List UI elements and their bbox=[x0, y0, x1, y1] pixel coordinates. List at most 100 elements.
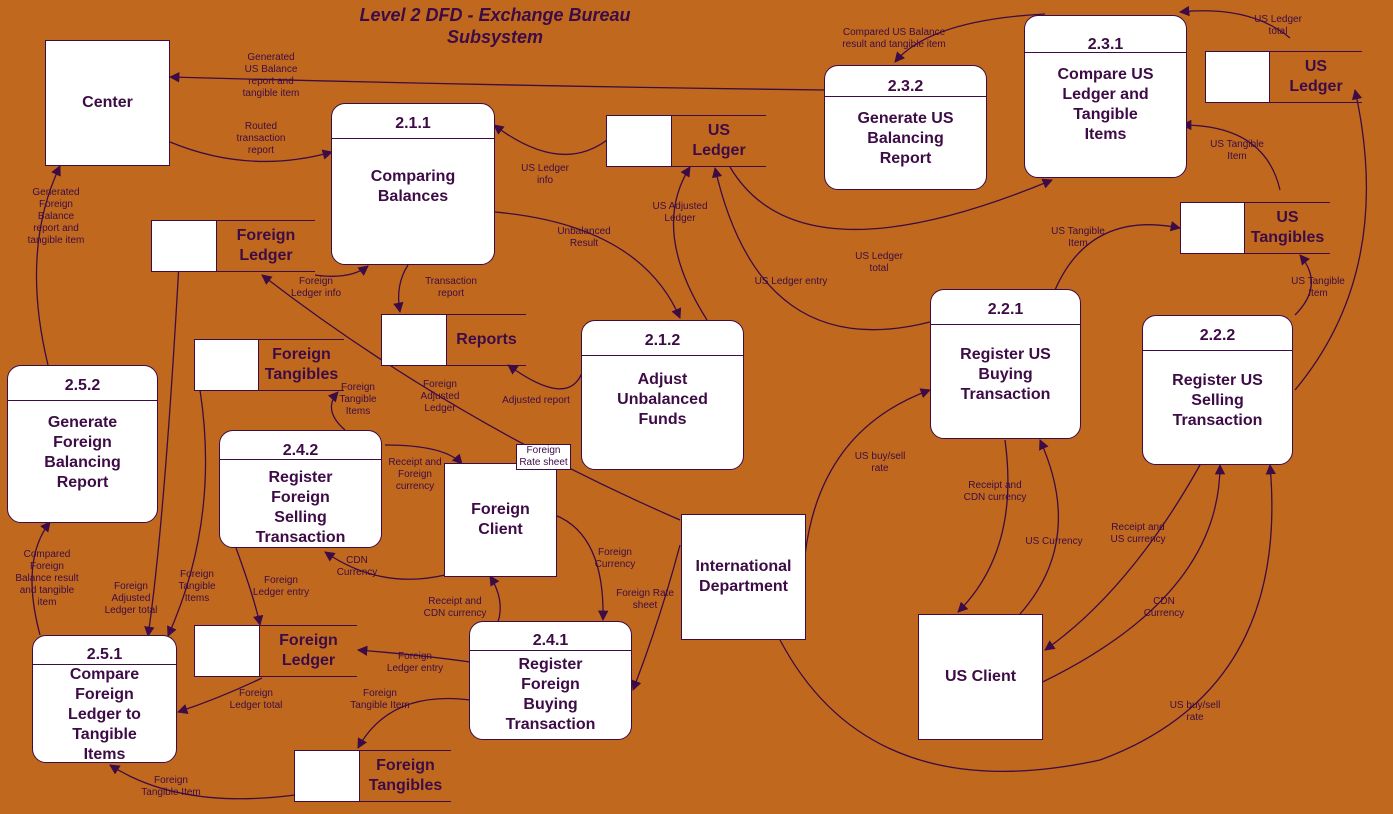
flow-label: Foreign Tangible Item bbox=[350, 688, 410, 711]
flow-231-to-232 bbox=[894, 13, 1046, 63]
flow-212-to-usledger bbox=[672, 166, 708, 321]
flow-center-from-232 bbox=[168, 72, 826, 91]
flow-242-to-ftangibles bbox=[327, 391, 346, 431]
flow-usledger-to-211 bbox=[493, 124, 608, 156]
process-id: 2.2.1 bbox=[931, 290, 1080, 325]
flow-label: Receipt and CDN currency bbox=[963, 480, 1027, 503]
flow-label: Transaction report bbox=[425, 276, 477, 299]
us-client-entity: US Client bbox=[918, 614, 1043, 740]
store-foreign-tangibles-bottom: Foreign Tangibles bbox=[294, 750, 451, 802]
process-2-1-1: 2.1.1 Comparing Balances bbox=[331, 103, 495, 265]
store-name: US Ledger bbox=[1289, 58, 1343, 95]
process-id: 2.1.2 bbox=[582, 321, 743, 356]
flow-label: Generated Foreign Balance report and tan… bbox=[27, 187, 85, 246]
flow-fclient-to-241 bbox=[554, 514, 609, 622]
flow-intl-to-241 bbox=[631, 544, 681, 691]
store-name: Foreign Ledger bbox=[236, 227, 296, 264]
flow-usclient-to-221 bbox=[1019, 439, 1060, 615]
process-2-4-2: 2.4.2 Register Foreign Selling Transacti… bbox=[219, 430, 382, 548]
flow-label: Receipt and US currency bbox=[1110, 522, 1166, 545]
process-name: Register US Buying Transaction bbox=[960, 346, 1051, 403]
flow-label: Foreign Ledger info bbox=[290, 276, 342, 299]
flow-211-to-reports bbox=[393, 264, 409, 314]
flow-label: Foreign Tangible Item bbox=[141, 775, 201, 798]
flow-label: US Ledger info bbox=[521, 163, 569, 186]
flow-label: US Tangible Item bbox=[1210, 139, 1264, 162]
store-reports: Reports bbox=[381, 314, 526, 366]
flow-label: US Ledger entry bbox=[754, 276, 828, 287]
flow-label: Foreign Adjusted Ledger total bbox=[104, 581, 158, 616]
flow-222-to-ustangibles bbox=[1294, 254, 1313, 316]
store-name: Reports bbox=[456, 331, 517, 348]
flow-241-to-ftangibles bbox=[357, 697, 471, 749]
process-id: 2.5.1 bbox=[33, 636, 176, 665]
flow-252-to-center bbox=[35, 165, 61, 366]
flow-label: Foreign Tangible Items bbox=[339, 382, 377, 417]
international-department-entity: International Department bbox=[681, 514, 806, 640]
flow-label: Foreign Tangible Items bbox=[178, 569, 216, 604]
store-name: Foreign Tangibles bbox=[264, 346, 339, 383]
process-name: Compare US Ledger and Tangible Items bbox=[1057, 66, 1154, 143]
flow-211-to-212 bbox=[494, 211, 682, 319]
flow-fledger-to-251b bbox=[177, 677, 263, 714]
flow-label: Routed transaction report bbox=[236, 121, 286, 156]
flow-usclient-to-222 bbox=[1029, 463, 1226, 689]
flow-label: US Tangible Item bbox=[1051, 226, 1105, 249]
flow-221-to-usclient bbox=[957, 439, 1009, 613]
diagram-title: Level 2 DFD - Exchange Bureau Subsystem bbox=[359, 5, 631, 47]
flow-label: CDN Currency bbox=[1143, 596, 1185, 619]
process-2-2-2: 2.2.2 Register US Selling Transaction bbox=[1142, 315, 1293, 465]
flow-label: Foreign Currency bbox=[594, 547, 636, 570]
flow-label: Foreign Ledger entry bbox=[252, 575, 310, 598]
process-2-2-1: 2.2.1 Register US Buying Transaction bbox=[930, 289, 1081, 439]
flow-label: Adjusted report bbox=[502, 395, 570, 406]
flow-label: US buy/sell rate bbox=[854, 451, 906, 474]
process-2-3-1: 2.3.1 Compare US Ledger and Tangible Ite… bbox=[1024, 15, 1187, 178]
flow-intl-to-fledger bbox=[261, 274, 681, 521]
process-id: 2.1.1 bbox=[332, 104, 494, 139]
process-name: Comparing Balances bbox=[370, 168, 456, 205]
flow-label: US Adjusted Ledger bbox=[652, 201, 708, 224]
process-id: 2.3.2 bbox=[825, 66, 986, 97]
flow-label: Receipt and Foreign currency bbox=[388, 457, 442, 492]
flow-label: US Ledger total bbox=[855, 251, 903, 274]
store-name: Foreign Tangibles bbox=[368, 757, 443, 794]
store-us-ledger-top: US Ledger bbox=[1205, 51, 1362, 103]
store-name: Foreign Ledger bbox=[279, 632, 338, 669]
store-name: US Ledger bbox=[692, 122, 746, 159]
flow-label: Compared Foreign Balance result and tang… bbox=[15, 549, 79, 608]
process-name: Adjust Unbalanced Funds bbox=[617, 371, 708, 428]
flow-usledger-to-231 bbox=[1178, 5, 1291, 39]
process-id: 2.2.2 bbox=[1143, 316, 1292, 351]
flow-ustangibles-to-231 bbox=[1180, 119, 1281, 191]
process-2-4-1: 2.4.1 Register Foreign Buying Transactio… bbox=[469, 621, 632, 740]
flow-label: Foreign Rate sheet bbox=[616, 588, 674, 611]
flow-221-to-ustangibles bbox=[1054, 221, 1182, 291]
flow-ftangibles-to-251 bbox=[167, 389, 207, 637]
flow-label: Unbalanced Result bbox=[557, 226, 611, 249]
process-id: 2.3.1 bbox=[1025, 16, 1186, 53]
process-id: 2.4.2 bbox=[220, 431, 381, 460]
flow-label: Foreign Adjusted Ledger bbox=[420, 379, 460, 414]
flow-222-to-usledger bbox=[1294, 88, 1368, 391]
flow-ftangibles-to-251b bbox=[109, 764, 296, 800]
process-id: 2.5.2 bbox=[8, 366, 157, 401]
flow-label: Compared US Balance result and tangible … bbox=[842, 27, 946, 50]
store-us-ledger-mid: US Ledger bbox=[606, 115, 766, 167]
process-name: Register US Selling Transaction bbox=[1172, 372, 1263, 429]
foreign-rate-sheet-note: Foreign Rate sheet bbox=[516, 444, 571, 470]
flow-center-to-211 bbox=[169, 141, 334, 163]
process-name: Register Foreign Buying Transaction bbox=[505, 656, 596, 733]
store-us-tangibles: US Tangibles bbox=[1180, 202, 1330, 254]
store-foreign-ledger-top: Foreign Ledger bbox=[151, 220, 315, 272]
center-entity: Center bbox=[45, 40, 170, 166]
flow-label: US buy/sell rate bbox=[1169, 700, 1221, 723]
process-2-3-2: 2.3.2 Generate US Balancing Report bbox=[824, 65, 987, 190]
process-2-5-1: 2.5.1 Compare Foreign Ledger to Tangible… bbox=[32, 635, 177, 763]
flow-intl-to-222 bbox=[779, 463, 1277, 772]
process-2-5-2: 2.5.2 Generate Foreign Balancing Report bbox=[7, 365, 158, 523]
flow-221-to-usledger bbox=[712, 166, 931, 331]
flow-label: Generated US Balance report and tangible… bbox=[242, 52, 300, 99]
